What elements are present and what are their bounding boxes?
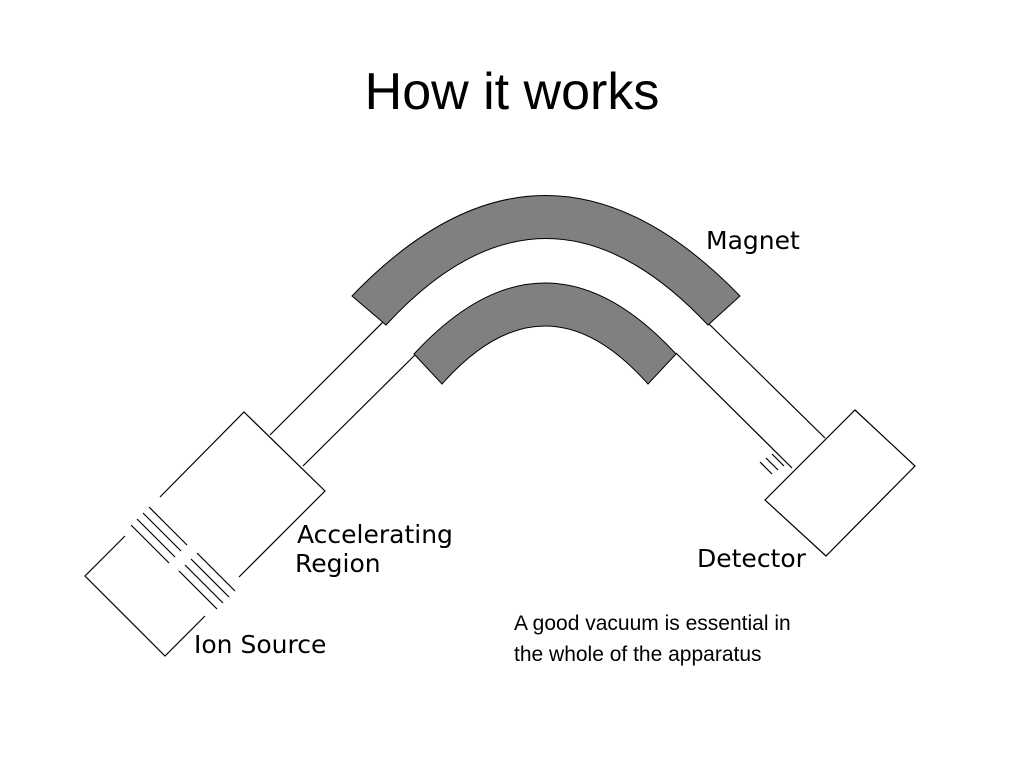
magnet-outer-pole — [351, 195, 741, 326]
ion-source-box — [84, 535, 206, 657]
detector-label: Detector — [697, 544, 807, 573]
ion-source-label: Ion Source — [194, 630, 326, 659]
accelerating-region-label-line1: Accelerating — [297, 520, 453, 549]
detector-box — [764, 409, 916, 557]
accelerating-region-box — [159, 411, 326, 578]
vacuum-note: A good vacuum is essential in the whole … — [514, 608, 844, 670]
tube-right-outer-wall — [707, 322, 826, 439]
accelerating-grid-plates — [130, 506, 236, 610]
magnet-label: Magnet — [706, 226, 800, 255]
detector-slit — [759, 453, 785, 475]
magnet — [351, 195, 741, 385]
accelerating-region-label-line2: Region — [295, 549, 381, 578]
flight-tube — [269, 320, 826, 469]
vacuum-note-line2: the whole of the apparatus — [514, 643, 762, 666]
page-title: How it works — [364, 63, 660, 121]
tube-left-inner-wall — [302, 351, 419, 467]
magnet-inner-pole — [413, 282, 677, 385]
tube-right-inner-wall — [675, 352, 793, 469]
tube-left-outer-wall — [269, 320, 385, 436]
vacuum-note-line1: A good vacuum is essential in — [514, 612, 791, 635]
